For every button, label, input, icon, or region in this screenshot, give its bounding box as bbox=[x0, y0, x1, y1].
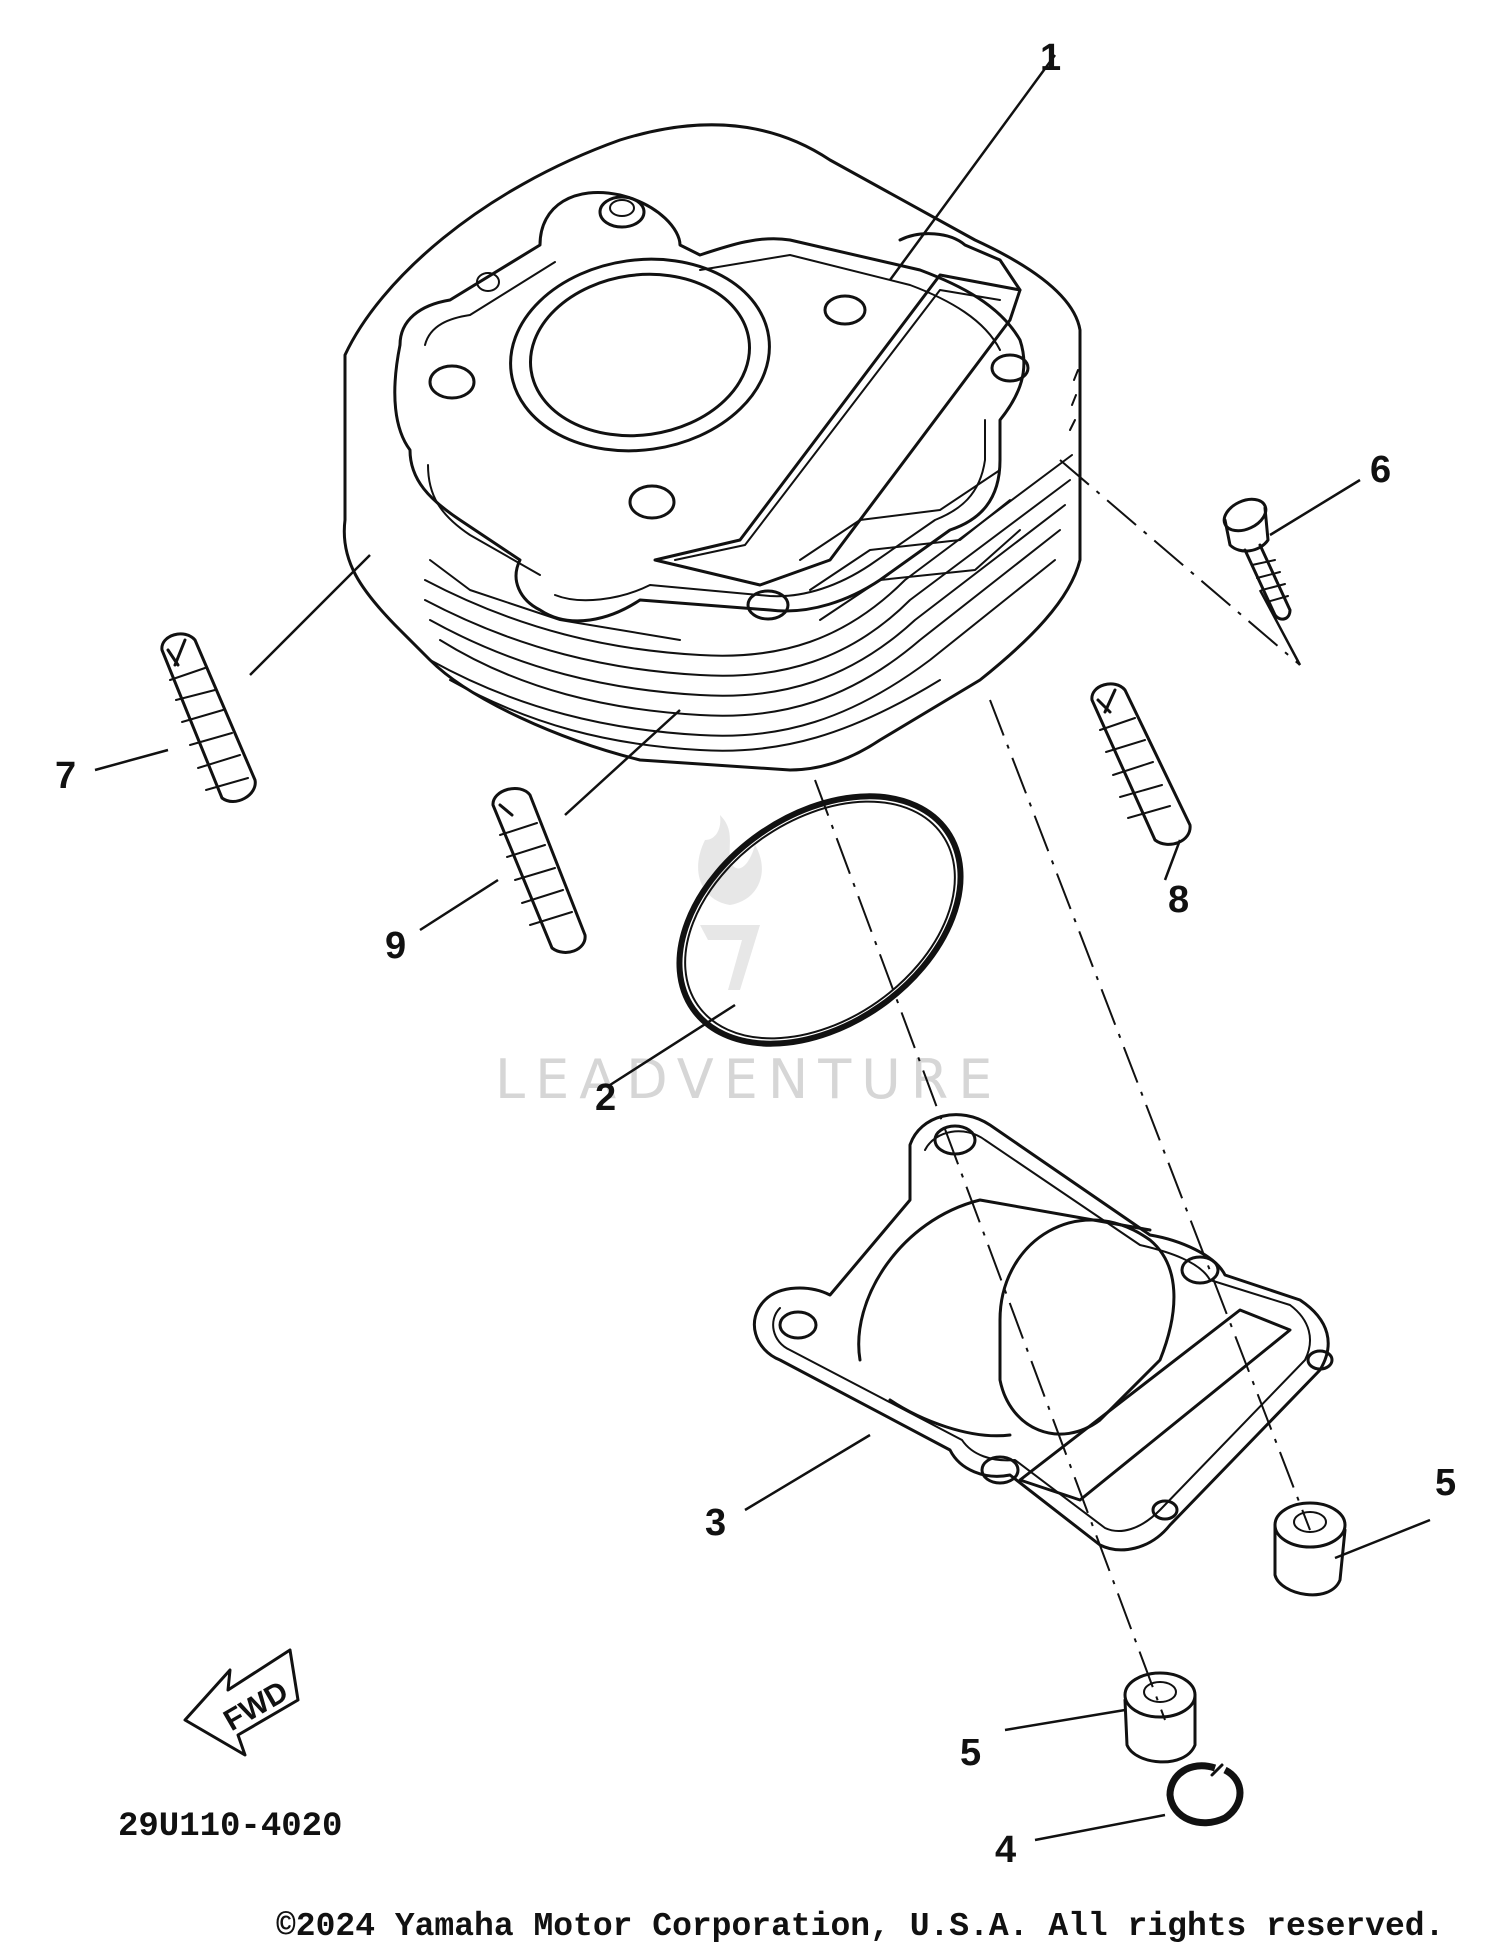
centerlines bbox=[814, 459, 1311, 1721]
drawing-code: 29U110-4020 bbox=[118, 1808, 342, 1846]
part-stud-bolt-7 bbox=[160, 632, 257, 804]
callout-8: 8 bbox=[1168, 879, 1189, 921]
watermark: LEADVENTURE bbox=[495, 815, 1002, 1111]
callout-5-upper: 5 bbox=[1435, 1462, 1456, 1504]
callouts: 1 2 3 4 5 5 6 7 8 9 bbox=[55, 37, 1456, 1871]
watermark-text: LEADVENTURE bbox=[495, 1048, 1002, 1111]
leader-lines bbox=[94, 54, 1431, 1842]
callout-1: 1 bbox=[1040, 37, 1061, 79]
callout-2: 2 bbox=[595, 1077, 616, 1119]
callout-4: 4 bbox=[995, 1829, 1016, 1871]
part-dowel-pin-lower bbox=[1123, 1671, 1197, 1764]
part-cylinder bbox=[342, 123, 1082, 772]
forward-arrow-icon: FWD bbox=[183, 1648, 300, 1757]
callout-9: 9 bbox=[385, 925, 406, 967]
callout-6: 6 bbox=[1370, 449, 1391, 491]
part-stud-bolt-8 bbox=[1090, 682, 1192, 846]
part-gasket bbox=[752, 1113, 1334, 1552]
callout-5-lower: 5 bbox=[960, 1732, 981, 1774]
callout-3: 3 bbox=[705, 1502, 726, 1544]
copyright-notice: ©2024 Yamaha Motor Corporation, U.S.A. A… bbox=[276, 1908, 1444, 1944]
part-o-ring bbox=[676, 793, 964, 1047]
part-clip bbox=[1166, 1762, 1244, 1827]
callout-7: 7 bbox=[55, 755, 76, 797]
part-bolt bbox=[1222, 497, 1292, 621]
part-dowel-pin-upper bbox=[1273, 1501, 1347, 1597]
part-stud-bolt-9 bbox=[491, 787, 587, 954]
